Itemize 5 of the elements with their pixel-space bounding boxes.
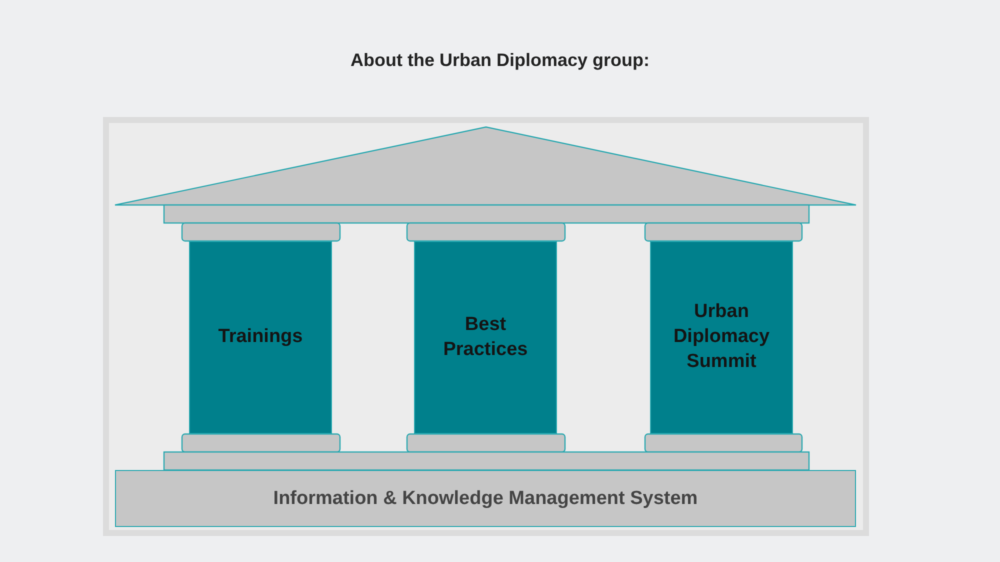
pillar: Best Practices: [414, 241, 557, 434]
base-slab: Information & Knowledge Management System: [115, 470, 856, 527]
pillar: Trainings: [189, 241, 332, 434]
heading: About the Urban Diplomacy group:: [350, 50, 650, 71]
pillar: Urban Diplomacy Summit: [650, 241, 793, 434]
